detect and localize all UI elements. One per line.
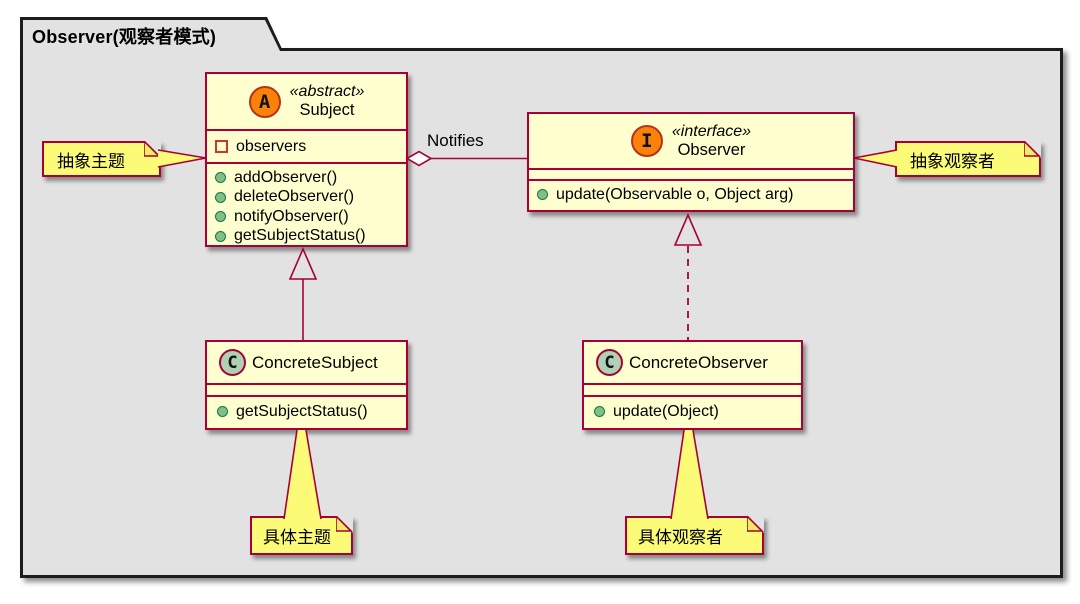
method-deleteObserver: deleteObserver(): [215, 188, 406, 208]
class-concrete-observer-header: C ConcreteObserver: [584, 342, 801, 383]
class-subject: A «abstract» Subject observers addObserv…: [205, 72, 408, 247]
method-dot-icon: [215, 191, 226, 203]
method-dot-icon: [215, 211, 226, 223]
method-dot-icon: [217, 406, 228, 417]
method-getSubjectStatus: getSubjectStatus(): [215, 227, 406, 247]
abstract-spot-icon: A: [248, 85, 281, 118]
class-concrete-observer: C ConcreteObserver update(Object): [582, 340, 803, 430]
association-label-notifies: Notifies: [427, 131, 484, 150]
class-concrete-subject-header: C ConcreteSubject: [207, 342, 406, 383]
interface-spot-icon: I: [630, 125, 663, 157]
class-concrete-subject: C ConcreteSubject getSubjectStatus(): [205, 340, 408, 430]
method-update-full: update(Observable o, Object arg): [537, 186, 793, 204]
observer-stereotype: «interface»: [671, 122, 752, 140]
method-addObserver: addObserver(): [215, 168, 406, 188]
class-subject-header: A «abstract» Subject: [207, 74, 406, 129]
note-fold-icon: [747, 516, 764, 533]
observer-fields-empty: [529, 168, 853, 179]
method-notifyObserver: notifyObserver(): [215, 207, 406, 227]
method-dot-icon: [594, 406, 605, 417]
note-fold-icon: [336, 516, 353, 533]
method-dot-icon: [215, 172, 226, 184]
method-dot-icon: [537, 189, 548, 200]
method-dot-icon: [215, 230, 226, 242]
observer-name: Observer: [677, 140, 746, 159]
frame-title: Observer(观察者模式): [32, 26, 217, 47]
frame-title-tab: Observer(观察者模式): [20, 17, 283, 51]
method-update-object: update(Object): [594, 403, 719, 421]
field-observers: observers: [215, 137, 306, 157]
concrete-observer-name: ConcreteObserver: [629, 353, 768, 372]
class-observer-header: I «interface» Observer: [529, 114, 853, 168]
note-abstract-subject: 抽象主题: [42, 141, 161, 177]
method-getSubjectStatus-concrete: getSubjectStatus(): [217, 403, 368, 421]
field-square-icon: [215, 140, 228, 153]
subject-name: Subject: [299, 101, 355, 119]
note-fold-icon: [1024, 141, 1041, 158]
note-abstract-observer: 抽象观察者: [895, 141, 1041, 177]
subject-stereotype: «abstract»: [289, 83, 365, 100]
note-fold-icon: [144, 141, 161, 158]
note-concrete-observer: 具体观察者: [625, 516, 764, 555]
concrete-subject-name: ConcreteSubject: [252, 353, 378, 372]
concrete-observer-fields-empty: [584, 383, 801, 395]
class-spot-icon: C: [596, 349, 623, 376]
class-spot-icon: C: [219, 349, 246, 376]
concrete-subject-fields-empty: [207, 383, 406, 395]
class-observer: I «interface» Observer update(Observable…: [527, 112, 855, 212]
note-concrete-subject: 具体主题: [250, 516, 353, 555]
